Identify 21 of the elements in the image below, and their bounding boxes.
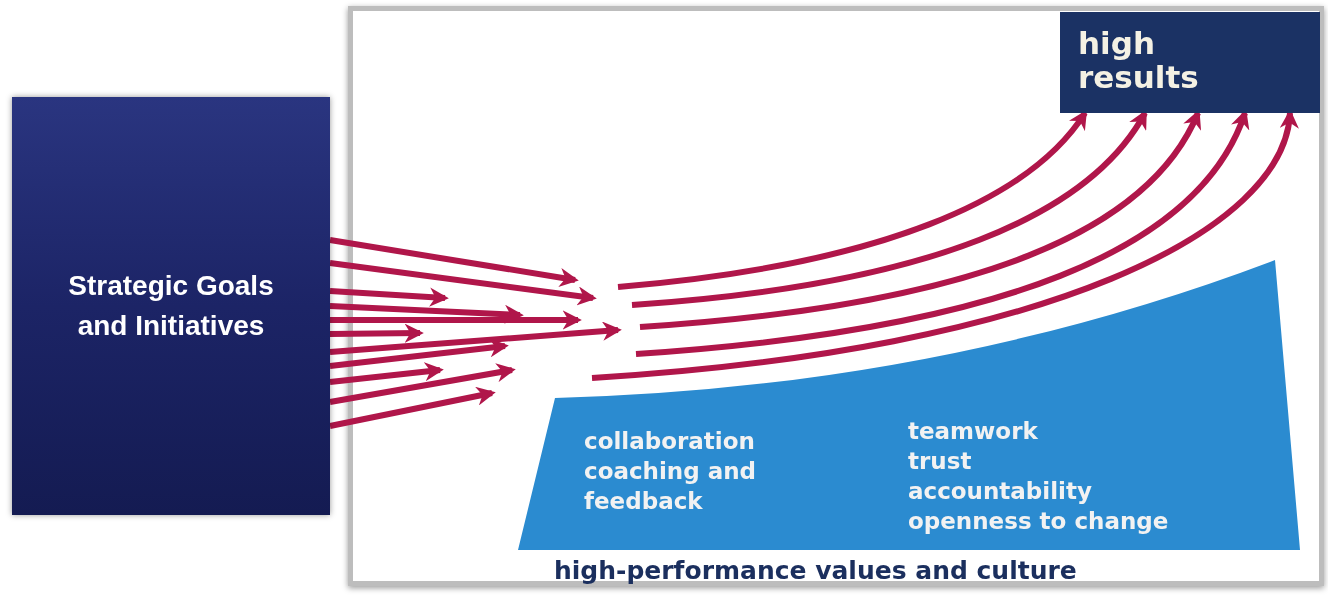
box-label: high results [1078, 26, 1200, 94]
arrow [330, 310, 582, 330]
value-item: collaboration [584, 427, 756, 456]
arrow [329, 321, 622, 355]
arrow [329, 362, 444, 385]
arrow [329, 303, 524, 324]
arrow [329, 260, 597, 306]
panel-caption: high-performance values and culture [554, 555, 1077, 587]
value-item: openness to change [908, 507, 1169, 536]
arrow [329, 237, 579, 287]
value-item: accountability [908, 477, 1093, 506]
goal-box [12, 97, 330, 515]
arrow [329, 323, 424, 343]
arrow [329, 287, 449, 307]
box-label: Strategic Goals and Initiatives [67, 269, 275, 343]
value-item: trust [908, 447, 973, 476]
arrow [329, 363, 516, 405]
result-box [1060, 12, 1320, 113]
arrow [329, 386, 496, 429]
value-item: coaching and feedback [584, 457, 758, 516]
value-item: teamwork [908, 417, 1039, 446]
